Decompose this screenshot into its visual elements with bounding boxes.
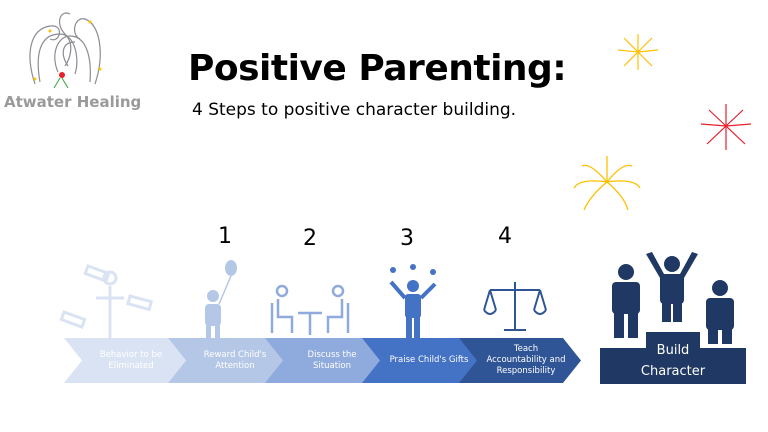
brand-name: Atwater Healing — [4, 93, 142, 111]
child-with-balloon-icon — [205, 260, 237, 338]
firework-icon — [617, 34, 659, 70]
step-label: Reward Child's Attention — [203, 349, 267, 371]
step-chevron-1: Reward Child's Attention — [168, 338, 290, 383]
step-label: Teach Accountability and Responsibility — [486, 344, 566, 376]
step-label: Behavior to be Eliminated — [99, 349, 163, 371]
step-chevron-3: Praise Child's Gifts — [362, 338, 484, 383]
step-number-2: 2 — [303, 226, 317, 251]
scales-of-justice-icon — [483, 282, 547, 331]
podium-figures-icon — [600, 252, 746, 384]
juggling-child-icon — [389, 264, 437, 338]
podium-line-1: Build — [656, 343, 690, 358]
firework-icon — [573, 156, 641, 211]
firework-icon — [700, 104, 752, 150]
podium-line-2: Character — [640, 364, 706, 379]
step-label: Discuss the Situation — [307, 349, 357, 371]
step-number-3: 3 — [400, 226, 414, 251]
step-number-4: 4 — [498, 224, 512, 249]
page-title: Positive Parenting: — [188, 48, 567, 89]
step-chevron-2: Discuss the Situation — [265, 338, 387, 383]
step-chevron-4: Teach Accountability and Responsibility — [459, 338, 581, 383]
step-label: Praise Child's Gifts — [389, 355, 469, 365]
step-number-1: 1 — [218, 224, 232, 249]
behavior-figure-icon — [60, 264, 154, 338]
page-subtitle: 4 Steps to positive character building. — [192, 100, 517, 120]
step-chevron-behavior: Behavior to be Eliminated — [64, 338, 186, 383]
two-people-talking-icon — [270, 284, 350, 335]
atwater-logo — [20, 4, 110, 96]
